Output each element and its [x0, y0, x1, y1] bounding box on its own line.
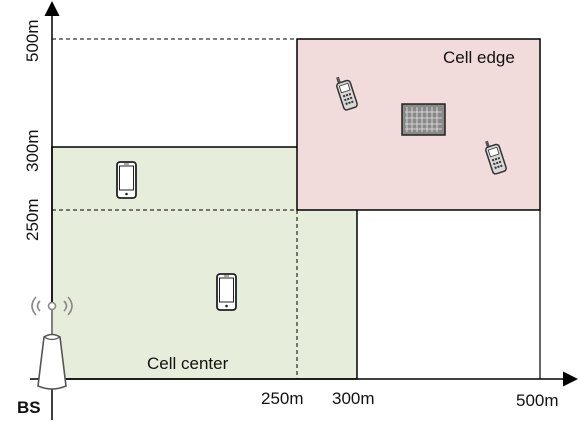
guide-lines [52, 38, 541, 379]
x-tick-250m: 250m [261, 389, 304, 408]
cell-edge-label: Cell edge [443, 48, 515, 67]
smartphone-icon [216, 273, 237, 311]
solar-panel-icon [401, 103, 446, 136]
base-station-tower-icon [31, 296, 73, 390]
handheld-phone-icon [485, 140, 507, 175]
handheld-phone-icon [336, 76, 358, 111]
y-tick-500m: 500m [23, 19, 42, 62]
y-tick-300m: 300m [23, 129, 42, 172]
cell-center-label: Cell center [147, 354, 229, 373]
y-tick-250m: 250m [23, 198, 42, 241]
base-station-label: BS [17, 398, 41, 417]
smartphone-icon [116, 161, 137, 199]
x-tick-300m: 300m [332, 389, 375, 408]
x-tick-500m: 500m [516, 391, 559, 410]
